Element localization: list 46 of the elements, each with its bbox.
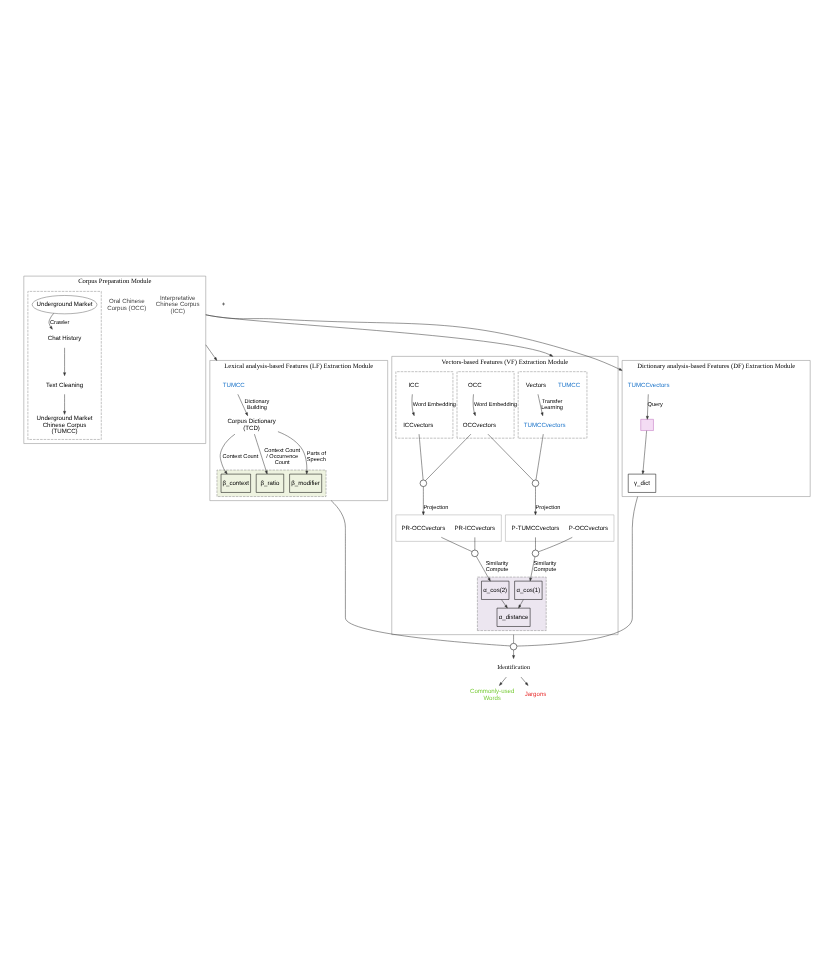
node-circle (531, 478, 540, 486)
arrow (529, 555, 536, 581)
arrow (277, 430, 309, 474)
arrow (63, 393, 66, 414)
arrow (411, 393, 415, 415)
cluster (456, 370, 515, 438)
node-circle (510, 642, 518, 650)
cluster (395, 513, 502, 541)
arrow (476, 555, 491, 581)
arrow (237, 393, 248, 415)
connector (487, 432, 534, 480)
connector (535, 536, 536, 550)
connector (418, 432, 424, 480)
connector (441, 536, 473, 551)
arrow (501, 598, 508, 608)
connector (330, 499, 511, 646)
arrow (254, 432, 268, 474)
cluster (517, 370, 588, 438)
arrow (205, 343, 218, 360)
connector (538, 536, 573, 551)
arrow (641, 429, 647, 474)
connector (474, 536, 476, 550)
node-circle (419, 478, 427, 486)
arrow (534, 485, 537, 515)
arrow (472, 393, 476, 415)
arrow (48, 312, 55, 329)
arrow (520, 675, 529, 685)
connector (513, 633, 514, 643)
node-circle (471, 548, 479, 556)
connector (516, 495, 638, 646)
arrow (499, 675, 507, 685)
arrow (219, 432, 236, 474)
arrow (537, 393, 544, 415)
connector (425, 432, 472, 480)
node-circle (531, 548, 540, 556)
arrow (646, 393, 649, 419)
cluster (505, 513, 615, 541)
node-box (640, 418, 654, 430)
arrow (422, 485, 425, 515)
cluster (395, 370, 454, 438)
arrow (512, 648, 515, 658)
arrow (518, 598, 524, 608)
arrow (63, 346, 66, 375)
arrow (205, 313, 623, 370)
arrow (205, 313, 554, 356)
connector (535, 432, 544, 480)
